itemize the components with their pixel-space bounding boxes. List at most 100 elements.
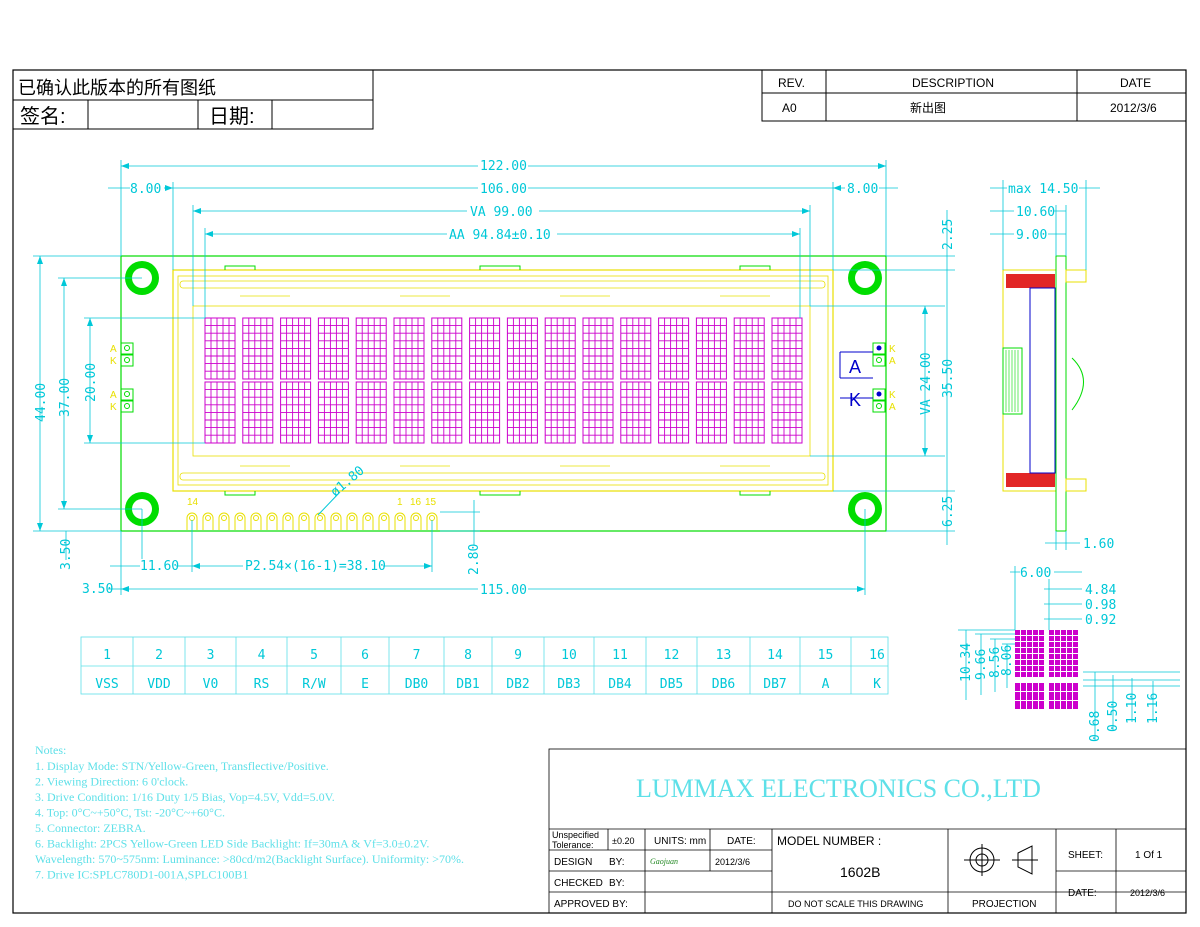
dim-side-max: max 14.50 [1008, 182, 1078, 197]
pin-name: DB7 [763, 677, 786, 692]
approved-label: APPROVED BY: [554, 899, 628, 910]
pin-row [186, 512, 438, 530]
char-detail-cell [1049, 630, 1078, 709]
connector-pin [234, 512, 246, 530]
lcd-character-cell [695, 381, 727, 444]
lcd-character-cell [469, 317, 501, 380]
projection-symbol-icon [964, 844, 1038, 876]
connector-pin [362, 512, 374, 530]
pin-name: DB1 [456, 677, 479, 692]
dim-280: 2.80 [467, 544, 482, 575]
pad-a-label-r2: A [889, 402, 896, 413]
pin-number: 5 [310, 648, 318, 663]
connector-pin [202, 512, 214, 530]
rev-value: A0 [782, 101, 797, 115]
dim-char-806: 8.06 [1000, 645, 1015, 676]
notes-heading: Notes: [35, 743, 66, 757]
pin-name: A [822, 677, 830, 692]
note-line: 7. Drive IC:SPLC780D1-001A,SPLC100B1 [35, 868, 248, 882]
note-line: 5. Connector: ZEBRA. [35, 821, 146, 835]
lcd-character-cell [469, 381, 501, 444]
design-by-label: BY: [609, 857, 625, 868]
pad-a-label-r: A [889, 356, 896, 367]
lcd-character-cell [582, 317, 614, 380]
dim-char-050: 0.50 [1106, 701, 1121, 732]
title-block [548, 748, 1187, 914]
lcd-character-cell [393, 317, 425, 380]
design-date: 2012/3/6 [715, 857, 750, 867]
dim-106: 106.00 [480, 182, 527, 197]
dim-char-600: 6.00 [1020, 566, 1051, 581]
pin-number: 14 [767, 648, 783, 663]
sheet-label: SHEET: [1068, 850, 1103, 861]
lcd-character-cell [431, 381, 463, 444]
pin-number: 10 [561, 648, 577, 663]
mounting-holes [125, 261, 882, 526]
pin-name: E [361, 677, 369, 692]
anode-label: A [849, 357, 861, 377]
note-line: 4. Top: 0°C~+50°C, Tst: -20°C~+60°C. [35, 806, 225, 820]
pin-name: VSS [95, 677, 118, 692]
dim-char-966: 9.66 [974, 649, 989, 680]
lcd-character-cell [317, 317, 349, 380]
pin-name: DB5 [660, 677, 683, 692]
dim-115: 115.00 [480, 583, 527, 598]
notes-block: Notes: 1. Display Mode: STN/Yellow-Green… [35, 743, 464, 882]
pin-number: 12 [664, 648, 680, 663]
viewing-area [192, 305, 811, 457]
pin-number: 16 [869, 648, 885, 663]
connector-pin [266, 512, 278, 530]
connector-pin [218, 512, 230, 530]
pin-number: 6 [361, 648, 369, 663]
dim-char-092: 0.92 [1085, 613, 1116, 628]
lcd-character-cell [242, 381, 274, 444]
pin-name: V0 [203, 677, 219, 692]
dim-side-900: 9.00 [1016, 228, 1047, 243]
pin-number: 15 [818, 648, 834, 663]
pin-number: 9 [514, 648, 522, 663]
approval-box: 已确认此版本的所有图纸 签名: 日期: [12, 69, 374, 130]
lcd-character-cell [280, 317, 312, 380]
dim-char-110: 1.10 [1125, 693, 1140, 724]
model-label: MODEL NUMBER : [777, 834, 881, 848]
dim-350-bottom: 3.50 [82, 582, 113, 597]
dimension-arrows [37, 163, 928, 592]
dim-va-99: VA 99.00 [470, 205, 533, 220]
dim-va-24: VA 24.00 [919, 352, 934, 415]
connector-pin [410, 512, 422, 530]
connector-pin [378, 512, 390, 530]
date2-label: DATE: [1068, 888, 1097, 899]
connector-pin [346, 512, 358, 530]
pin-name: DB4 [608, 677, 632, 692]
dim-pin-pitch: P2.54×(16-1)=38.10 [245, 559, 386, 574]
revision-table: REV. DESCRIPTION DATE A0 新出图 2012/3/6 [761, 69, 1187, 122]
description-header: DESCRIPTION [912, 76, 994, 90]
tolerance-value: ±0.20 [612, 836, 634, 846]
pin-label-16: 16 [410, 497, 422, 508]
checked-label: CHECKED [554, 878, 603, 889]
lcd-character-cell [620, 317, 652, 380]
lcd-character-cell [658, 381, 690, 444]
lcd-character-cell [393, 381, 425, 444]
pin-name: R/W [302, 677, 326, 692]
connector-pin [394, 512, 406, 530]
pin-number: 1 [103, 648, 111, 663]
connector-pin [282, 512, 294, 530]
units: UNITS: mm [654, 836, 706, 847]
lcd-character-cell [620, 381, 652, 444]
dim-44: 44.00 [34, 383, 49, 422]
character-detail [1015, 630, 1078, 709]
dim-350-left: 3.50 [59, 539, 74, 570]
dim-side-160: 1.60 [1083, 537, 1114, 552]
dim-char-1034: 10.34 [959, 643, 974, 682]
note-line: Wavelength: 570~575nm: Luminance: >80cd/… [35, 852, 464, 866]
pin-name: DB0 [405, 677, 428, 692]
dim-char-116: 1.16 [1146, 693, 1161, 724]
dim-20: 20.00 [84, 363, 99, 402]
dim-aa: AA 94.84±0.10 [449, 228, 551, 243]
lcd-character-cell [695, 317, 727, 380]
lcd-character-cell [771, 317, 803, 380]
sheet-value: 1 Of 1 [1135, 850, 1163, 861]
lcd-character-cell [280, 381, 312, 444]
